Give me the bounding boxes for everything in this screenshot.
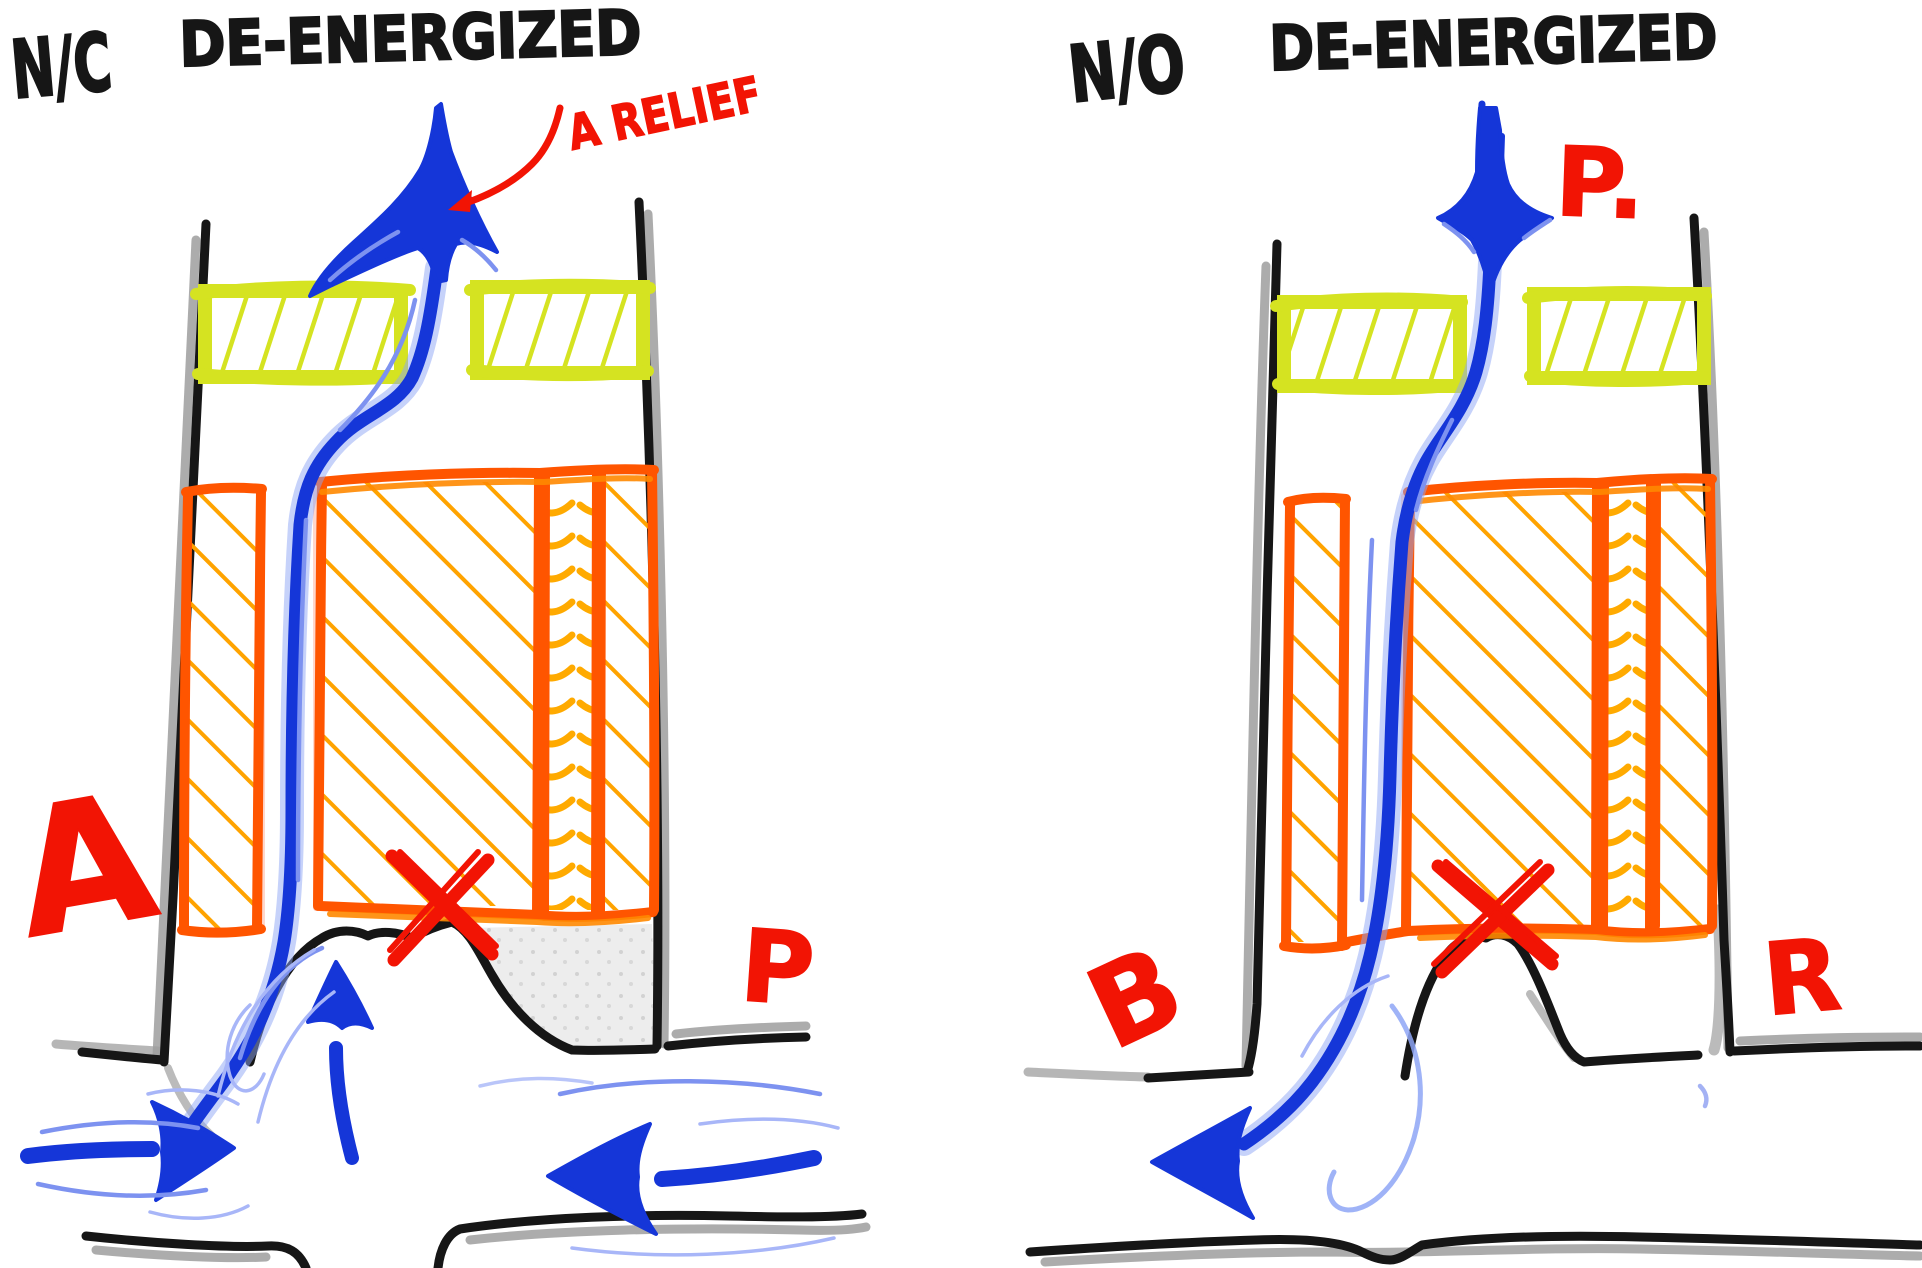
no-supply-flow-stream [1237,255,1497,1151]
no-coil-winding-left [1288,502,1344,942]
nc-relief-leader-line [462,104,564,207]
nc-retainer-right [470,280,650,380]
nc-coil-winding-left [186,492,260,928]
no-left-wall [1242,239,1282,1077]
no-port-r-label: R [1759,916,1846,1039]
no-supply-down-arrowhead [1436,106,1554,294]
nc-relief-flow-stream [183,261,444,1135]
nc-armature [320,482,538,906]
nc-valve-seat-nozzle [245,917,660,1067]
nc-port-a-label: A [0,755,169,978]
nc-port-a-pipe-top [77,1047,167,1065]
no-inlet-p-label: P. [1554,126,1647,241]
nc-retainers [190,278,656,386]
nc-port-p-flow-shaft [654,1150,822,1187]
nc-state-label: DE-ENERGIZED [178,0,642,81]
no-port-b-pipe-top [1143,1067,1254,1083]
nc-relief-label: A RELIEF [563,66,766,162]
no-valve-diagram: N/O DE-ENERGIZED [1023,0,1922,1267]
nc-wall-shadows [51,209,871,1263]
no-port-b-label: B [1069,922,1201,1076]
no-pipe-bottom [1025,1231,1922,1265]
nc-port-a-pipe-bottom [81,1231,311,1268]
nc-coil-winding-right [602,472,652,910]
nc-valve-diagram: N/C DE-ENERGIZED [0,0,871,1268]
nc-type-label: N/C [8,16,116,117]
no-coil-assembly [1279,473,1718,954]
no-type-label: N/O [1065,19,1190,121]
nc-return-spring [546,486,596,910]
nc-relief-arrowhead [308,102,499,298]
nc-relief-leader-arrowhead-icon [448,190,472,212]
no-flow-paths [1150,100,1709,1220]
no-port-b-arrowhead [1150,1106,1255,1220]
nc-coil-assembly [177,464,660,938]
nc-seat-up-arrowhead [306,960,374,1030]
no-retainer-right [1527,287,1711,385]
nc-port-p-label: P [737,907,818,1029]
no-port-r-pipe-top [1729,1041,1922,1056]
nc-flow-paths [20,102,840,1257]
no-retainer-left [1277,295,1467,393]
no-state-label: DE-ENERGIZED [1268,0,1718,85]
nc-port-p-arrowhead [546,1122,658,1236]
nc-closed-seat-x-icon [385,849,499,967]
no-return-spring [1605,496,1649,924]
no-closed-seat-x-icon [1431,859,1559,979]
no-coil-winding-right [1656,482,1710,930]
nc-seat-flow-shaft [329,1041,359,1165]
no-retainers [1270,286,1712,396]
nc-port-a-flow-shaft [20,1141,160,1164]
nc-retainer-left [198,284,408,384]
no-armature [1408,492,1596,930]
nc-port-p-pipe-top [663,1032,811,1051]
nc-blocked-cavity [468,924,656,1049]
